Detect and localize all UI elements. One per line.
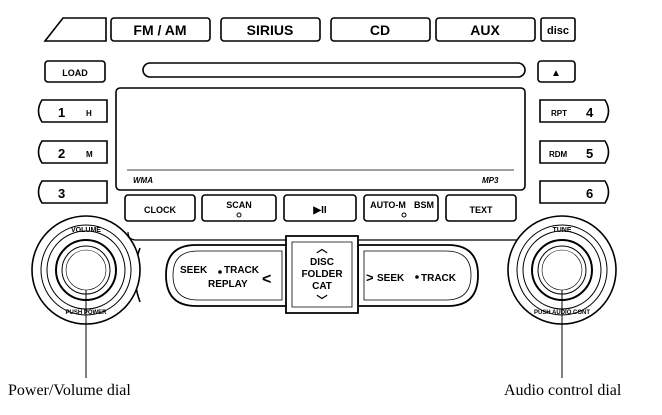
top-left-blank-button[interactable] — [43, 17, 107, 42]
power-volume-dial-caption: Power/Volume dial — [8, 382, 131, 399]
fm-am-button[interactable] — [110, 17, 211, 42]
preset-5-number: 5 — [586, 146, 593, 161]
sirius-button[interactable] — [220, 17, 321, 42]
preset-6-number: 6 — [586, 186, 593, 201]
seek-right-track: TRACK — [421, 273, 457, 284]
eject-icon: ▲ — [551, 68, 561, 79]
sirius-label: SIRIUS — [247, 22, 294, 38]
bsm-label: BSM — [414, 200, 434, 210]
preset-2-number: 2 — [58, 146, 65, 161]
auto-m-indicator-dot — [401, 212, 407, 218]
center-rocker-button[interactable] — [285, 235, 359, 314]
preset-4-label: RPT — [551, 109, 567, 118]
auto-m-button[interactable] — [363, 194, 439, 222]
eject-button[interactable] — [537, 60, 576, 83]
center-rocker-down-icon: ﹀ — [317, 293, 328, 307]
preset-3-button[interactable] — [37, 180, 108, 204]
disc-slot — [142, 62, 526, 78]
clock-label: CLOCK — [144, 205, 176, 215]
seek-left-line1: SEEK — [180, 265, 208, 276]
preset-5-label: RDM — [549, 150, 568, 159]
text-label: TEXT — [469, 205, 493, 215]
disc-logo-badge — [540, 17, 576, 42]
center-rocker-up-icon: ︿ — [317, 243, 328, 255]
seek-right-button-inner — [363, 250, 472, 301]
fm-am-label: FM / AM — [133, 22, 186, 38]
center-rocker-inner — [291, 241, 353, 308]
top-button-row — [43, 17, 576, 42]
load-button[interactable] — [44, 60, 106, 83]
seek-left-button[interactable] — [165, 244, 289, 307]
seek-left-line2: REPLAY — [208, 279, 248, 290]
aux-label: AUX — [470, 22, 500, 38]
preset-6-button[interactable] — [539, 180, 610, 204]
volume-dial-top-label: VOLUME — [71, 227, 101, 234]
text-button[interactable] — [445, 194, 517, 222]
scan-label: SCAN — [226, 200, 252, 210]
seek-left-separator-dot — [218, 270, 222, 274]
mp3-logo: MP3 — [482, 176, 499, 185]
disc-logo-text: disc — [547, 25, 569, 37]
tune-dial-assembly — [507, 215, 617, 325]
seek-right-label: SEEK — [377, 273, 405, 284]
preset-5-button[interactable] — [539, 140, 610, 164]
clock-button[interactable] — [124, 194, 196, 222]
play-pause-icon: ▶II — [312, 205, 326, 216]
cd-button[interactable] — [330, 17, 431, 42]
aux-button[interactable] — [435, 17, 536, 42]
wma-logo: WMA — [133, 176, 153, 185]
center-rocker-cat: CAT — [312, 281, 332, 292]
seek-right-arrow-icon: > — [366, 270, 374, 285]
seek-right-separator-dot — [415, 275, 419, 279]
cd-label: CD — [370, 22, 390, 38]
seek-left-button-inner — [172, 250, 283, 301]
center-rocker-disc: DISC — [310, 257, 334, 268]
audio-control-dial-caption: Audio control dial — [504, 382, 622, 399]
preset-1-button[interactable] — [37, 99, 108, 123]
preset-2-sub-label: M — [86, 150, 93, 159]
seek-left-arrow-icon: < — [262, 271, 271, 288]
preset-4-number: 4 — [586, 105, 594, 120]
scan-indicator-dot — [236, 212, 242, 218]
scan-button[interactable] — [201, 194, 277, 222]
load-label: LOAD — [62, 68, 88, 78]
volume-dial-assembly — [31, 215, 141, 325]
auto-m-label: AUTO-M — [370, 200, 406, 210]
tune-dial-top-label: TUNE — [552, 227, 571, 234]
preset-3-number: 3 — [58, 186, 65, 201]
seek-right-button[interactable] — [357, 244, 479, 307]
center-rocker-folder: FOLDER — [301, 269, 343, 280]
preset-1-sub-label: H — [86, 109, 92, 118]
play-pause-button[interactable] — [283, 194, 357, 222]
display-window — [115, 87, 526, 191]
preset-2-button[interactable] — [37, 140, 108, 164]
preset-4-button[interactable] — [539, 99, 610, 123]
preset-1-number: 1 — [58, 105, 65, 120]
seek-left-track: TRACK — [224, 265, 260, 276]
